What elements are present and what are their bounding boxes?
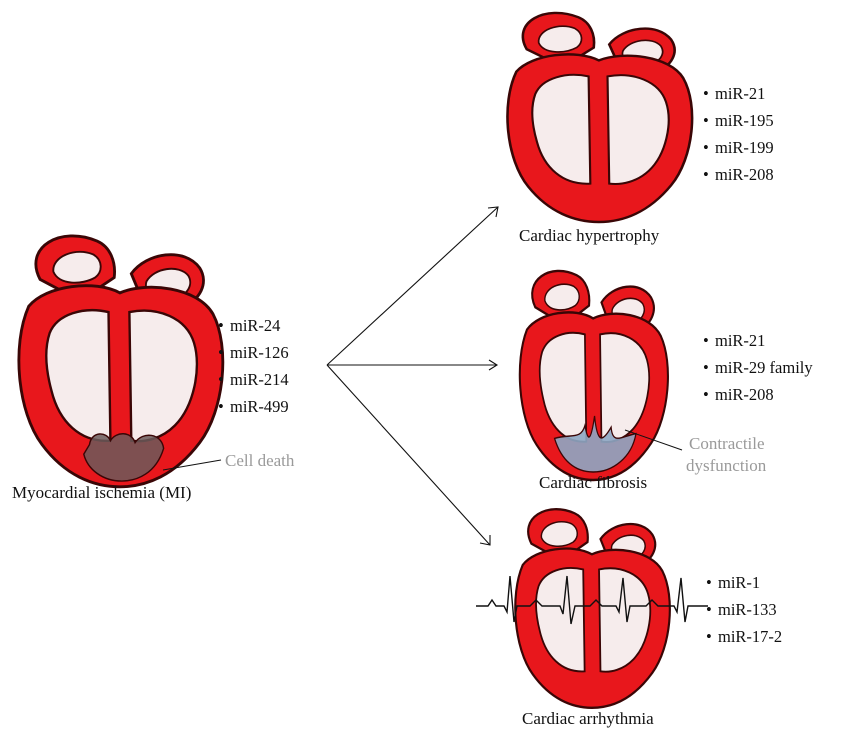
contractile-annotation-line1: Contractile [689,434,765,453]
mi-bullet: • [218,370,224,389]
progression-arrows [327,207,498,545]
fibrosis-bullet: • [703,385,709,404]
fibrosis-bullet: • [703,331,709,350]
hypertrophy-mirna-item: miR-208 [715,165,774,184]
arrhythmia-mirna-item: miR-133 [718,600,777,619]
mi-bullet: • [218,316,224,335]
hypertrophy-mirna-item: miR-199 [715,138,774,157]
hypertrophy-bullet: • [703,138,709,157]
hypertrophy-title: Cardiac hypertrophy [519,226,660,245]
arrhythmia-heart [515,509,670,708]
hypertrophy-bullet: • [703,111,709,130]
arrow-to-arrhythmia [327,365,490,545]
arrhythmia-mirna-item: miR-17-2 [718,627,782,646]
mi-mirna-item: miR-126 [230,343,289,362]
contractile-annotation-line2: dysfunction [686,456,767,475]
hypertrophy-bullet: • [703,165,709,184]
mi-mirna-item: miR-214 [230,370,289,389]
mi-title: Myocardial ischemia (MI) [12,483,191,502]
fibrosis-mirna-list: • miR-21 • miR-29 family • miR-208 [703,331,813,404]
hypertrophy-mirna-list: • miR-21 • miR-195 • miR-199 • miR-208 [703,84,774,184]
arrhythmia-title: Cardiac arrhythmia [522,709,654,728]
hypertrophy-mirna-item: miR-21 [715,84,765,103]
arrhythmia-bullet: • [706,573,712,592]
arrow-to-hypertrophy [327,207,498,365]
hypertrophy-bullet: • [703,84,709,103]
arrhythmia-mirna-item: miR-1 [718,573,760,592]
cell-death-annotation: Cell death [225,451,295,470]
mi-bullet: • [218,397,224,416]
mi-mirna-item: miR-24 [230,316,280,335]
fibrosis-mirna-item: miR-29 family [715,358,813,377]
mi-bullet: • [218,343,224,362]
hypertrophy-heart [507,13,692,222]
mi-mirna-list: • miR-24 • miR-126 • miR-214 • miR-499 [218,316,289,416]
mi-mirna-item: miR-499 [230,397,289,416]
arrhythmia-mirna-list: • miR-1 • miR-133 • miR-17-2 [706,573,782,646]
fibrosis-mirna-item: miR-21 [715,331,765,350]
hypertrophy-mirna-item: miR-195 [715,111,774,130]
fibrosis-mirna-item: miR-208 [715,385,774,404]
mi-heart [19,236,223,487]
arrhythmia-bullet: • [706,600,712,619]
arrhythmia-bullet: • [706,627,712,646]
fibrosis-heart [520,271,668,480]
fibrosis-bullet: • [703,358,709,377]
fibrosis-title: Cardiac fibrosis [539,473,647,492]
